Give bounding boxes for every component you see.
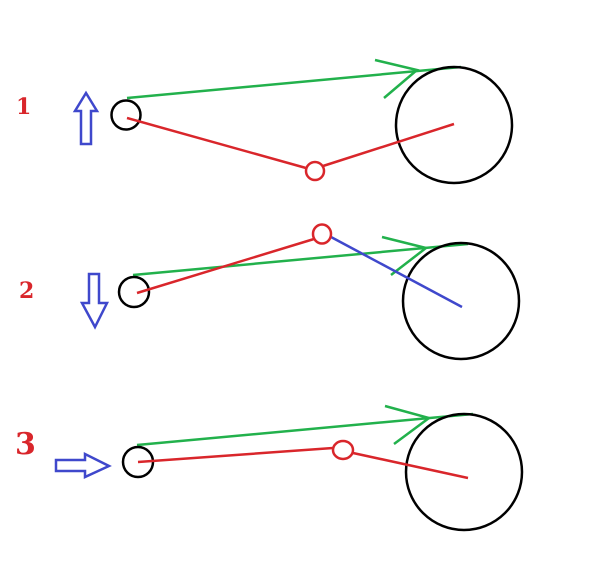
panel-1-link-rod: [126, 116, 455, 170]
panel-2: 2: [19, 223, 521, 361]
panel-2-large-pulley: [401, 241, 521, 361]
panel-1-large-pulley: [394, 65, 514, 185]
panel-3-belt-line: [136, 412, 474, 447]
panel-3-belt-arrowhead: [384, 404, 432, 446]
panel-3: 3: [15, 404, 524, 532]
panel-3-link-rod: [137, 446, 469, 480]
panel-2-number: 2: [19, 278, 34, 304]
panel-2-link-rod-blue: [330, 235, 463, 309]
panel-1-belt-line: [126, 65, 462, 100]
panel-1-number: 1: [16, 94, 31, 120]
panel-2-link-rod-red: [136, 237, 315, 295]
panel-2-down-arrow-icon: [79, 272, 110, 330]
panel-3-right-arrow-icon: [54, 451, 112, 479]
panel-1: 1: [16, 58, 514, 185]
panel-2-small-pulley: [117, 275, 151, 309]
panel-2-belt-line: [132, 242, 469, 277]
panel-3-large-pulley: [404, 412, 524, 532]
panel-1-belt-arrowhead: [374, 58, 420, 99]
panel-1-link-joint: [304, 160, 326, 182]
panel-2-belt-arrowhead: [381, 235, 429, 276]
panel-1-up-arrow-icon: [72, 90, 100, 146]
panel-3-link-joint: [331, 439, 355, 461]
panel-3-number: 3: [15, 427, 36, 462]
panel-1-small-pulley: [110, 99, 142, 131]
panel-2-link-joint: [311, 223, 333, 245]
